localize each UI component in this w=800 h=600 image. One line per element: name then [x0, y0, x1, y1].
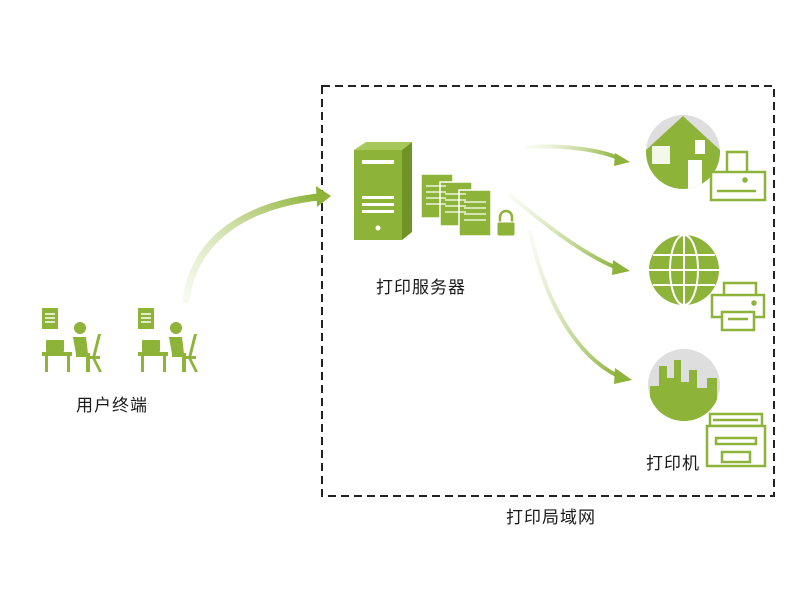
document-icon: [138, 308, 154, 329]
lan-boundary: [321, 85, 775, 497]
printer-city: [648, 349, 767, 468]
print-lan-label: 打印局域网: [506, 508, 596, 528]
print-server-label: 打印服务器: [376, 278, 466, 298]
document-stack-icon: [420, 173, 492, 237]
user-terminal-2: [138, 308, 198, 372]
arrow-server-to-printer-2: [508, 193, 630, 275]
arrow-terminal-to-server: [182, 186, 331, 304]
house-icon: [646, 116, 720, 189]
printer-house: [646, 115, 767, 202]
user-terminal-label: 用户终端: [76, 396, 148, 416]
printer-label: 打印机: [646, 454, 700, 474]
printer-icon: [709, 150, 767, 202]
arrow-server-to-printer-1: [526, 144, 630, 166]
user-at-desk-icon: [42, 322, 102, 372]
multifunction-printer-icon: [705, 412, 767, 468]
server-tower-icon: [354, 142, 412, 240]
user-terminal-1: [42, 308, 102, 372]
lock-icon: [496, 209, 516, 237]
arrow-server-to-printer-3: [528, 230, 632, 384]
globe-icon: [649, 234, 719, 306]
printer-icon: [710, 281, 766, 332]
printer-globe: [649, 234, 766, 332]
user-at-desk-icon: [138, 322, 198, 372]
document-icon: [42, 308, 58, 329]
